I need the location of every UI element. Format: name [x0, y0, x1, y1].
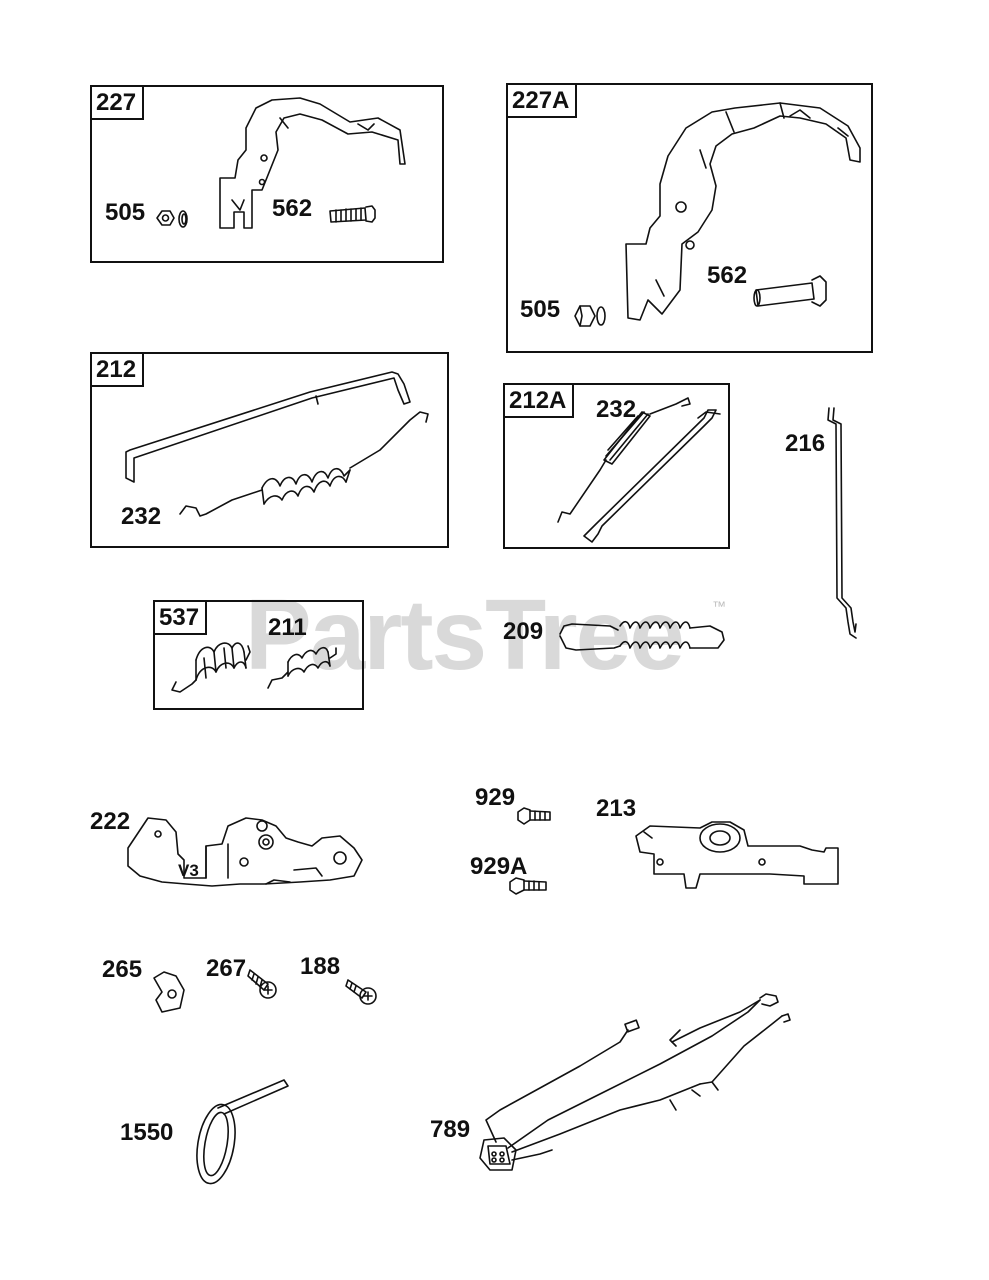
- part-label-222: 222: [90, 808, 131, 835]
- part-label-216: 216: [785, 430, 826, 457]
- nut-505-icon: [574, 305, 606, 327]
- screw-929a-icon: [509, 877, 547, 895]
- harness-789-icon: [479, 993, 791, 1171]
- screw-929-icon: [517, 807, 551, 825]
- group-box-227a: [506, 83, 873, 353]
- group-box-227: [90, 85, 444, 263]
- nut-505-icon: [156, 210, 188, 228]
- part-label-188: 188: [300, 953, 341, 980]
- part-label-505: 505: [520, 296, 561, 323]
- part-label-232: 232: [121, 503, 162, 530]
- idler-bracket-213-icon: [635, 821, 839, 889]
- part-label-562: 562: [272, 195, 313, 222]
- screw-267-icon: [247, 969, 277, 999]
- part-label-211: 211: [268, 614, 307, 641]
- rod-216-icon: [827, 407, 857, 639]
- part-label-562: 562: [707, 262, 748, 289]
- spring-232-icon: [557, 397, 691, 523]
- part-label-209: 209: [503, 618, 544, 645]
- group-box-212: [90, 352, 449, 548]
- group-tag-227a: 227A: [508, 85, 578, 118]
- clip-1550-icon: [196, 1079, 289, 1185]
- part-marking-v3: V3: [178, 861, 199, 880]
- spring-537-icon: [171, 642, 251, 693]
- group-tag-212: 212: [92, 354, 145, 387]
- rod-212-icon: [125, 371, 411, 483]
- screw-188-icon: [345, 979, 377, 1005]
- group-box-537: [153, 600, 364, 710]
- bracket-227a-icon: [625, 102, 861, 321]
- screw-562-icon: [753, 275, 827, 307]
- group-tag-537: 537: [155, 602, 208, 635]
- spring-211-icon: [267, 646, 337, 689]
- rod-212a-icon: [583, 409, 721, 543]
- group-tag-212a: 212A: [505, 385, 575, 418]
- part-label-929: 929: [475, 784, 516, 811]
- part-label-232: 232: [596, 396, 637, 423]
- spring-209-icon: [559, 620, 725, 651]
- clip-265-icon: [153, 971, 185, 1013]
- part-label-505: 505: [105, 199, 146, 226]
- part-label-929a: 929A: [470, 853, 528, 880]
- bracket-227-icon: [219, 97, 406, 229]
- part-label-265: 265: [102, 956, 143, 983]
- screw-562-icon: [329, 205, 376, 223]
- spring-232-icon: [179, 411, 429, 517]
- group-tag-227: 227: [92, 87, 145, 120]
- part-label-213: 213: [596, 795, 637, 822]
- watermark-trademark: ™: [712, 598, 726, 614]
- part-label-1550: 1550: [120, 1119, 174, 1146]
- group-box-212a: [503, 383, 730, 549]
- part-label-267: 267: [206, 955, 247, 982]
- governor-222-icon: [127, 817, 363, 887]
- part-label-789: 789: [430, 1116, 471, 1143]
